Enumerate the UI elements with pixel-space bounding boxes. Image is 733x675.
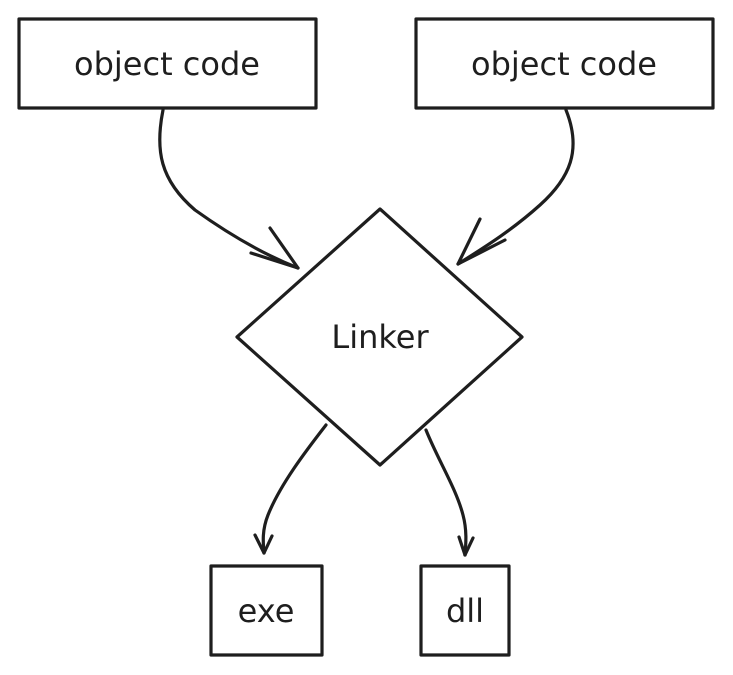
edge-object-code-left-to-linker-arrowhead <box>249 226 300 270</box>
node-exe-label: exe <box>238 592 295 630</box>
node-linker-label: Linker <box>331 318 429 356</box>
node-dll-box <box>419 564 511 657</box>
node-object-code-right-label: object code <box>471 45 657 83</box>
edge-linker-to-dll-line <box>424 428 468 557</box>
edge-linker-to-exe <box>253 423 328 555</box>
node-object-code-left-label: object code <box>74 45 260 83</box>
node-object-code-right-box <box>414 17 715 110</box>
node-linker-diamond <box>235 207 524 467</box>
node-linker: Linker <box>235 207 524 467</box>
edge-object-code-right-to-linker <box>456 108 575 266</box>
edge-object-code-right-to-linker-arrowhead <box>456 217 507 266</box>
edge-object-code-right-to-linker-line <box>456 108 575 266</box>
node-dll-label: dll <box>446 592 484 630</box>
edge-linker-to-exe-arrowhead <box>253 533 274 555</box>
node-object-code-right: object code <box>414 17 715 110</box>
node-object-code-left-box <box>17 17 318 110</box>
edge-linker-to-exe-line <box>261 423 328 555</box>
node-exe-box <box>209 564 324 657</box>
node-exe: exe <box>209 564 324 657</box>
node-object-code-left: object code <box>17 17 318 110</box>
edge-object-code-left-to-linker-line <box>158 108 300 270</box>
edge-linker-to-dll <box>424 428 475 557</box>
edge-linker-to-dll-arrowhead <box>457 535 475 557</box>
node-dll: dll <box>419 564 511 657</box>
edge-object-code-left-to-linker <box>158 108 300 270</box>
